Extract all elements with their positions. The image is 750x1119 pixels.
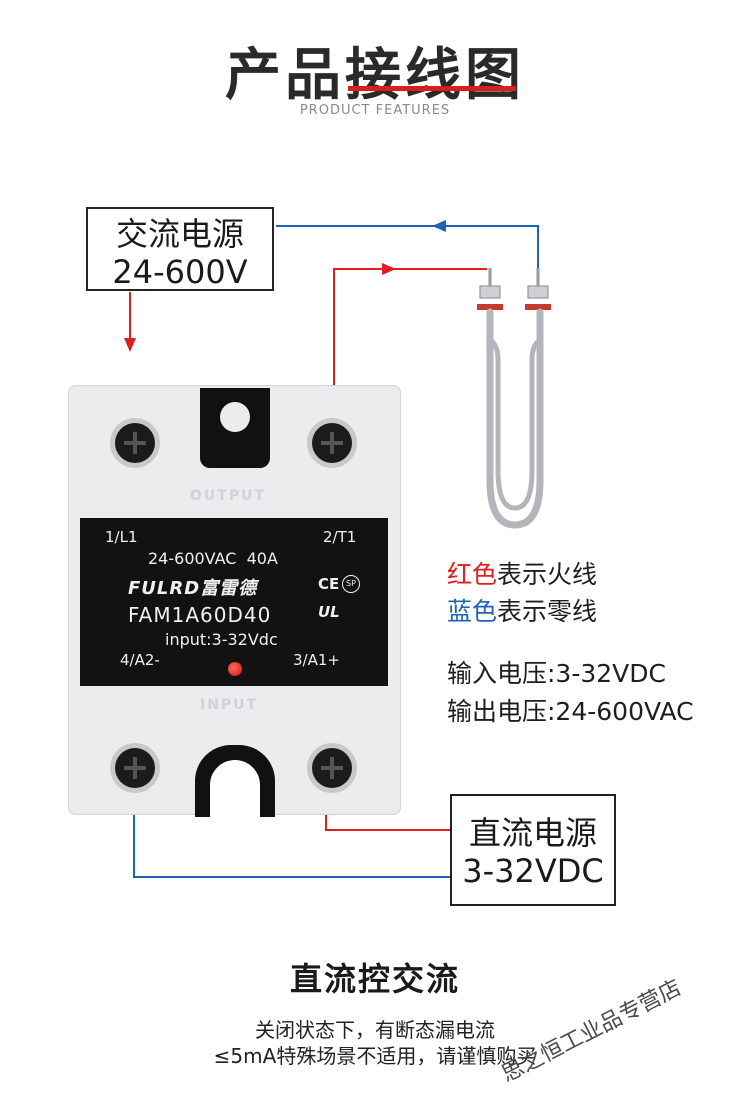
live-wire-output — [333, 268, 487, 438]
page-title: 产品接线图 — [225, 43, 525, 108]
terminal-screw-t1 — [312, 423, 352, 463]
page-subtitle: PRODUCT FEATURES — [299, 103, 451, 118]
legend-live-wire: 红色表示火线 — [447, 555, 597, 591]
legend-red-text: 表示火线 — [497, 560, 598, 589]
terminal-screw-l1 — [115, 423, 155, 463]
legend-neutral-wire: 蓝色表示零线 — [447, 592, 597, 628]
terminal-screw-a1 — [312, 748, 352, 788]
title-underline — [348, 86, 516, 91]
ce-mark: CE — [318, 575, 340, 593]
csa-mark: SP — [342, 575, 360, 593]
relay-label-panel: 1/L1 2/T1 24-600VAC 40A FULRD富雷德 CE SP F… — [80, 518, 388, 686]
input-emboss: INPUT — [200, 697, 259, 713]
legend-red-word: 红色 — [447, 560, 498, 589]
dc-source-voltage: 3-32VDC — [462, 852, 604, 890]
neutral-wire-arrow — [432, 220, 446, 232]
input-voltage-spec: 输入电压:3-32VDC — [447, 659, 666, 688]
live-wire-arrow — [382, 263, 396, 275]
terminal-label-t1: 2/T1 — [323, 528, 357, 546]
terminal-label-l1: 1/L1 — [105, 528, 138, 546]
heater-element — [477, 268, 551, 529]
control-type-title: 直流控交流 — [289, 960, 460, 998]
live-wire-input-arrow — [124, 338, 136, 352]
brand-logo: FULRD富雷德 — [128, 578, 258, 599]
output-voltage-spec: 输出电压:24-600VAC — [447, 697, 694, 726]
output-emboss: OUTPUT — [190, 488, 266, 504]
terminal-label-a2: 4/A2- — [120, 651, 160, 669]
ul-mark: UL — [318, 603, 340, 621]
legend-blue-text: 表示零线 — [497, 597, 598, 626]
mounting-hole — [220, 402, 250, 432]
leakage-note-line2: ≤5mA特殊场景不适用，请谨慎购买 — [213, 1044, 537, 1068]
neutral-wire-ac — [276, 225, 539, 268]
leakage-note-line1: 关闭状态下，有断态漏电流 — [255, 1018, 495, 1042]
relay-rating: 24-600VAC 40A — [148, 549, 278, 568]
status-led — [228, 662, 242, 676]
dc-power-source-box: 直流电源 3-32VDC — [450, 794, 616, 906]
terminal-screw-a2 — [115, 748, 155, 788]
relay-input-spec: input:3-32Vdc — [165, 630, 278, 649]
terminal-label-a1: 3/A1+ — [293, 651, 340, 669]
ac-source-name: 交流电源 — [115, 215, 244, 253]
legend-blue-word: 蓝色 — [447, 597, 498, 626]
mounting-slot-gap — [210, 760, 260, 818]
relay-model: FAM1A60D40 — [128, 603, 272, 627]
dc-source-name: 直流电源 — [468, 814, 597, 852]
ac-power-source-box: 交流电源 24-600V — [86, 207, 274, 291]
ac-source-voltage: 24-600V — [112, 253, 248, 291]
